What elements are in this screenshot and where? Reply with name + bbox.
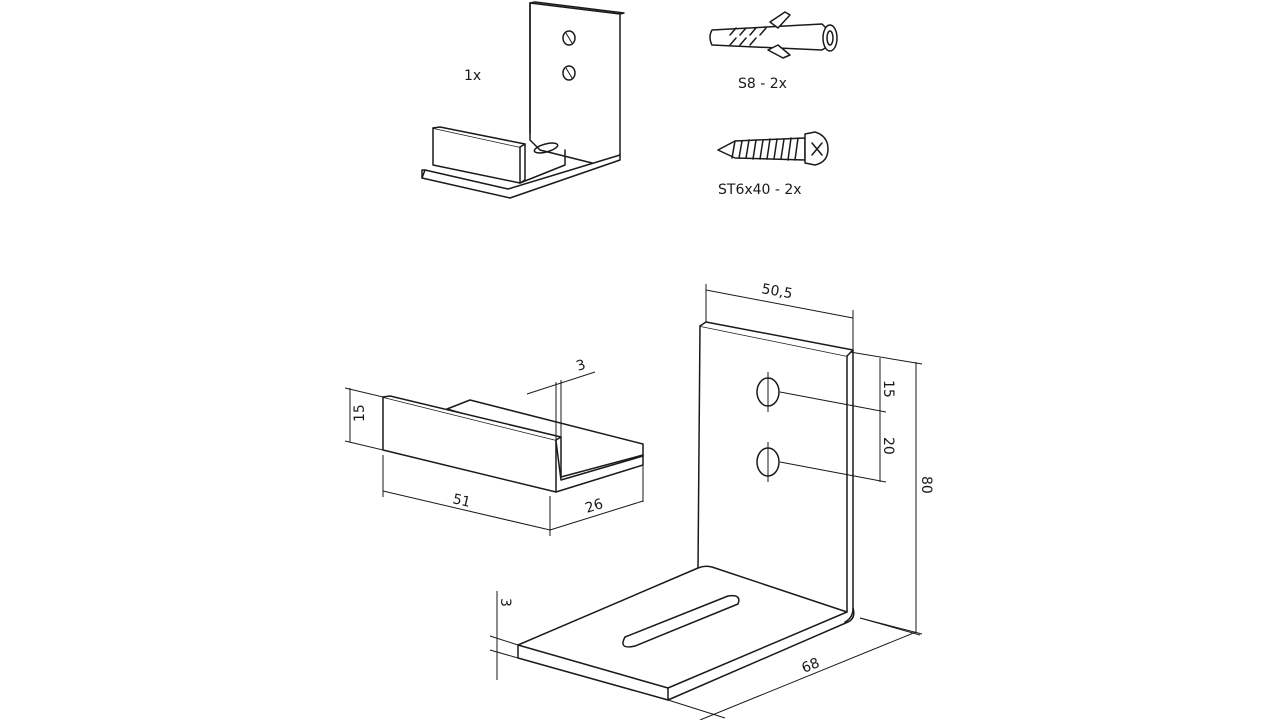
guide-profile-drawing bbox=[344, 371, 644, 536]
base-thickness-dim: 3 bbox=[497, 598, 513, 607]
screw-illustration bbox=[717, 131, 829, 166]
plate-height-dim: 80 bbox=[918, 476, 934, 494]
wall-anchor-illustration bbox=[709, 11, 838, 59]
guide-height-dim: 15 bbox=[352, 404, 368, 422]
assembled-bracket-illustration bbox=[421, 1, 625, 199]
anchor-label: S8 - 2x bbox=[738, 76, 787, 92]
screw-label: ST6x40 - 2x bbox=[718, 182, 802, 198]
plate-width-dim: 50,5 bbox=[760, 281, 793, 302]
hole-spacing-dim: 20 bbox=[880, 437, 896, 455]
bracket-qty-label: 1x bbox=[464, 68, 481, 84]
guide-depth-dim: 26 bbox=[583, 496, 605, 517]
hole-top-offset-dim: 15 bbox=[880, 380, 896, 398]
base-depth-dim: 68 bbox=[800, 655, 823, 677]
guide-length-dim: 51 bbox=[451, 491, 472, 511]
guide-thickness-dim: 3 bbox=[574, 357, 587, 375]
l-bracket-drawing bbox=[489, 284, 923, 720]
